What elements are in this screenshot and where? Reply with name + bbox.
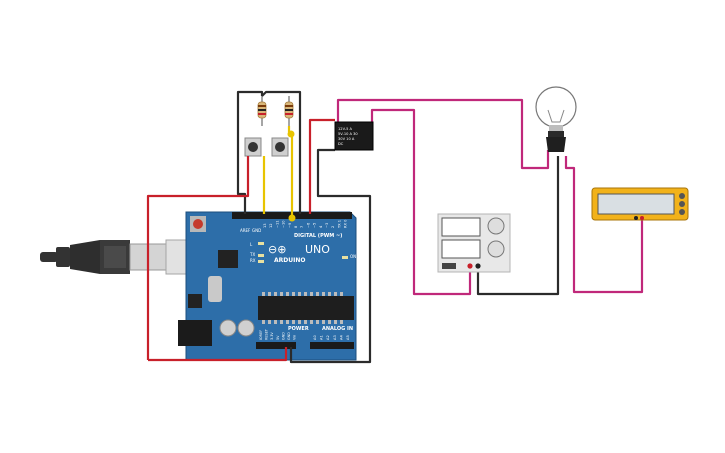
digital-pin-label: ~10 bbox=[282, 220, 286, 228]
rx-label: RX bbox=[250, 258, 256, 263]
capacitor bbox=[219, 319, 237, 337]
digital-pin-label: ~11 bbox=[275, 220, 279, 228]
power-pin-label: GND bbox=[281, 332, 285, 340]
wire-black bbox=[289, 148, 372, 364]
usb-chip bbox=[218, 250, 238, 268]
wire-magenta bbox=[564, 156, 644, 294]
power-pin-label: IOREF bbox=[259, 330, 263, 340]
analog-pin-label: A3 bbox=[333, 335, 337, 340]
logo-symbol: ⊖⊕ bbox=[268, 243, 286, 256]
gnd-label: GND bbox=[252, 228, 261, 233]
on-label: ON bbox=[350, 254, 356, 259]
pushbutton-icon[interactable] bbox=[271, 137, 289, 157]
wire-magenta bbox=[336, 98, 550, 170]
digital-pin-label: 13 bbox=[263, 223, 267, 228]
resistor-icon[interactable] bbox=[284, 96, 294, 126]
wire-black bbox=[261, 90, 302, 214]
analog-pin-label: A4 bbox=[339, 335, 343, 340]
digital-pin-label: 4 bbox=[319, 225, 323, 228]
power-pin-label: Vin bbox=[293, 335, 297, 340]
multimeter-icon[interactable] bbox=[591, 187, 689, 221]
tx-label: TX bbox=[249, 252, 255, 257]
power-pin-label: GND bbox=[287, 332, 291, 340]
wire-magenta bbox=[370, 108, 472, 296]
wire-black bbox=[236, 90, 264, 214]
brand-label: ARDUINO bbox=[274, 257, 305, 264]
digital-pin-label: ~6 bbox=[306, 222, 310, 228]
digital-pin-label: TX 1 bbox=[337, 220, 341, 229]
relay-label-2: 5V-10 A 30 bbox=[338, 132, 358, 136]
power-pin-label: 3.3V bbox=[270, 332, 274, 340]
analog-pin-label: A0 bbox=[313, 335, 317, 340]
l-led-label: L bbox=[250, 242, 253, 247]
relay-icon[interactable]: 12V-5 A 5V-10 A 30 30V 10 A DC bbox=[334, 121, 374, 151]
usb-cable-icon[interactable] bbox=[40, 239, 207, 275]
digital-pin-label: 2 bbox=[331, 226, 335, 228]
digital-pin-label: ~3 bbox=[325, 223, 329, 228]
crystal bbox=[208, 276, 222, 302]
power-label: POWER bbox=[288, 326, 309, 332]
analog-label: ANALOG IN bbox=[322, 326, 353, 332]
digital-pin-label: 8 bbox=[294, 225, 298, 228]
relay-label-4: DC bbox=[338, 142, 344, 146]
digital-pin-label: ~9 bbox=[288, 222, 292, 228]
light-bulb-icon[interactable] bbox=[535, 86, 577, 152]
digital-pin-label: ~5 bbox=[313, 223, 317, 228]
pushbutton-icon[interactable] bbox=[244, 137, 262, 157]
power-header[interactable] bbox=[256, 342, 296, 349]
microcontroller-chip bbox=[258, 296, 354, 320]
relay-label-3: 30V 10 A bbox=[338, 137, 355, 141]
digital-pin-label: RX 0 bbox=[344, 219, 348, 228]
digital-label: DIGITAL (PWM ~) bbox=[294, 233, 342, 239]
arduino-uno-board[interactable]: ARDUINO ⊖⊕ UNO DIGITAL (PWM ~) POWER ANA… bbox=[178, 211, 357, 361]
analog-header[interactable] bbox=[310, 342, 354, 349]
digital-pin-label: 12 bbox=[269, 223, 273, 228]
power-pin-label: RESET bbox=[265, 328, 269, 340]
wire-red bbox=[146, 156, 250, 360]
capacitor bbox=[237, 319, 255, 337]
wire-black bbox=[476, 156, 560, 296]
digital-pin-label: 7 bbox=[300, 226, 304, 228]
wire-red bbox=[308, 118, 335, 214]
power-jack[interactable] bbox=[178, 320, 212, 346]
wire-red bbox=[148, 347, 288, 362]
power-pin-label: 5V bbox=[276, 335, 280, 340]
power-supply-icon[interactable] bbox=[437, 213, 511, 273]
aref-label: AREF bbox=[240, 228, 251, 233]
model-label: UNO bbox=[305, 243, 330, 256]
analog-pin-label: A1 bbox=[320, 335, 324, 340]
analog-pin-label: A2 bbox=[326, 335, 330, 340]
analog-pin-label: A5 bbox=[346, 335, 350, 340]
relay-label-1: 12V-5 A bbox=[338, 127, 353, 131]
resistor-icon[interactable] bbox=[257, 96, 267, 126]
